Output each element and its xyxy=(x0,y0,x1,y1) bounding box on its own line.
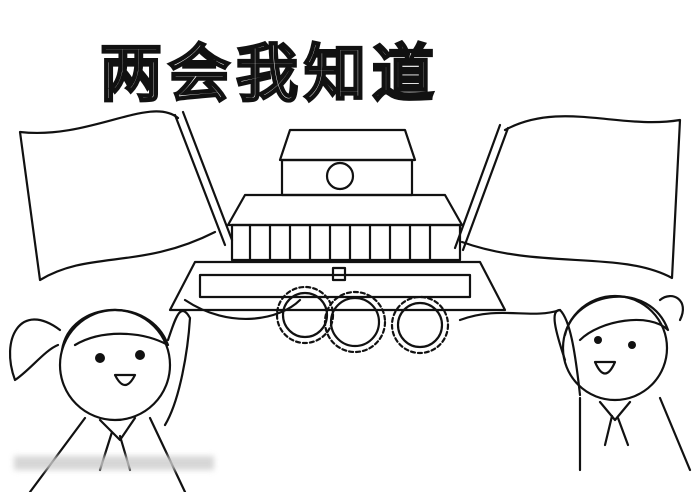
watermark xyxy=(14,456,214,470)
title: 两会我知道 xyxy=(100,37,440,110)
right-flag-cloth xyxy=(460,115,682,280)
emblem xyxy=(325,161,355,191)
girl xyxy=(8,308,192,492)
right-flag xyxy=(453,115,682,280)
tiananmen-gate xyxy=(168,128,507,312)
boy xyxy=(553,294,692,472)
left-flag xyxy=(18,110,234,282)
flower-wreaths xyxy=(275,285,450,355)
left-flag-cloth xyxy=(18,110,217,282)
left-flagpole xyxy=(173,113,227,247)
right-flagpole xyxy=(453,123,502,250)
banner-ribbon xyxy=(183,298,562,322)
